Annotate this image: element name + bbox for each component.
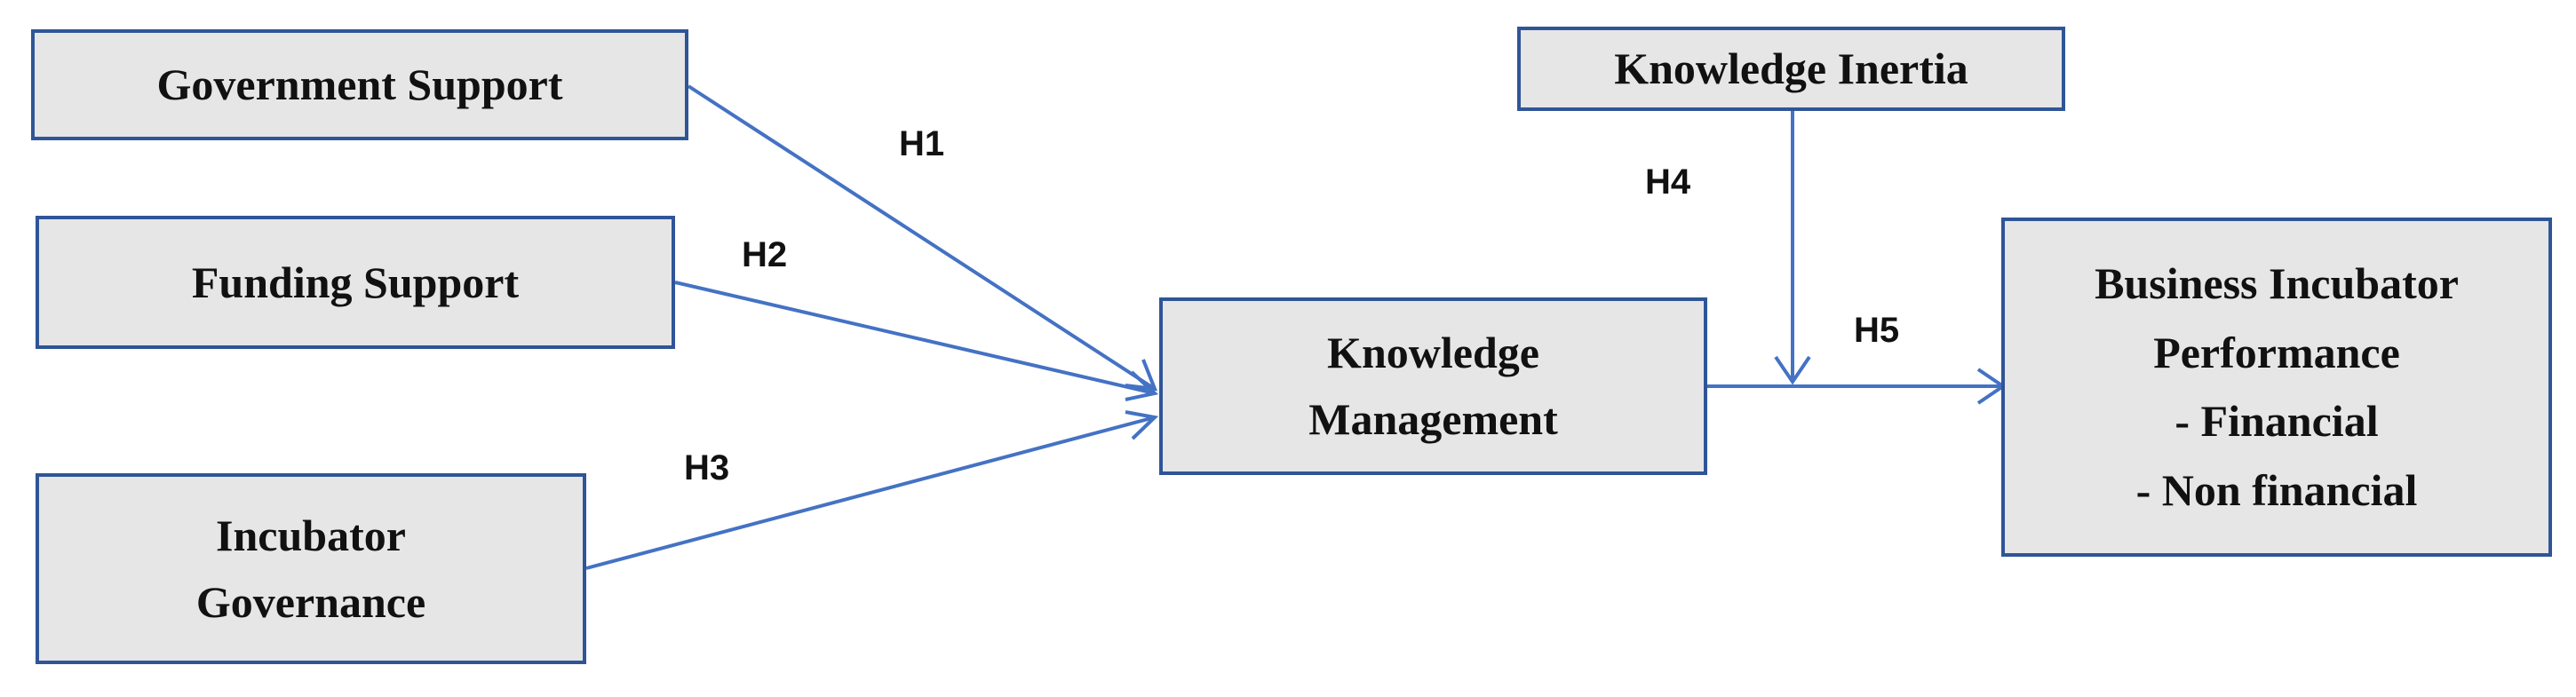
arrow-h3 xyxy=(585,416,1156,570)
node-label-line: Government Support xyxy=(156,59,563,109)
node-government-support: Government Support xyxy=(31,29,688,140)
hypothesis-label-h2: H2 xyxy=(742,235,788,274)
arrow-h4-head xyxy=(1774,355,1811,385)
hypothesis-label-h3: H3 xyxy=(684,448,730,487)
hypothesis-label-h1: H1 xyxy=(899,124,945,163)
node-label-line: Knowledge Inertia xyxy=(1614,44,1968,93)
node-label-line: - Non financial xyxy=(2135,464,2418,515)
node-funding-support: Funding Support xyxy=(36,216,675,349)
node-label-line: Management xyxy=(1308,394,1558,444)
node-knowledge-management: Knowledge Management xyxy=(1159,297,1707,475)
arrow-h2 xyxy=(674,281,1156,395)
node-label-line: Funding Support xyxy=(191,257,520,307)
node-business-incubator-performance: Business Incubator Performance - Financi… xyxy=(2001,218,2552,557)
hypothesis-label-h5: H5 xyxy=(1854,311,1900,350)
node-label-line: Incubator xyxy=(216,510,406,560)
arrow-h1-head xyxy=(1125,359,1158,392)
node-label-line: Knowledge xyxy=(1327,328,1539,377)
node-label-line: Business Incubator xyxy=(2095,258,2459,308)
hypothesis-label-h4: H4 xyxy=(1645,162,1691,202)
arrow-h3-head xyxy=(1125,410,1159,440)
node-label-line: Performance xyxy=(2153,327,2400,377)
arrow-h2-head xyxy=(1125,370,1159,401)
node-label-line: Governance xyxy=(195,576,426,627)
node-label-line: - Financial xyxy=(2174,396,2379,446)
node-incubator-governance: Incubator Governance xyxy=(36,473,586,664)
arrow-h1 xyxy=(687,84,1157,391)
node-knowledge-inertia: Knowledge Inertia xyxy=(1517,27,2065,111)
